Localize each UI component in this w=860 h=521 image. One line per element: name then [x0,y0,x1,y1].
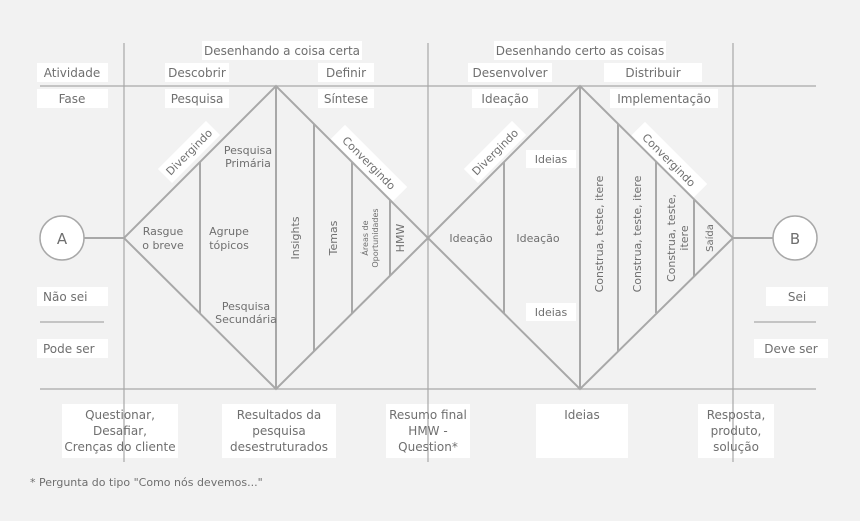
build-test-iterate-1: Construa, teste, itere [593,175,606,292]
agrupe-line-2: tópicos [209,239,249,252]
activity-define: Definir [326,66,366,80]
footnote: * Pergunta do tipo "Como nós devemos..." [30,476,263,489]
point-b-label: B [790,230,800,248]
label-maybe: Pode ser [43,342,95,356]
header-design-right-thing: Desenhando a coisa certa [204,44,360,58]
secondary-research-line-1: Pesquisa [222,300,270,313]
point-a-label: A [57,230,68,248]
output-1-line-2: Desafiar, [93,424,147,438]
build-test-iterate-3-line-2: itere [678,225,691,250]
activity-deliver: Distribuir [625,66,680,80]
output-4-line-1: Ideias [564,408,599,422]
insights-label: Insights [289,216,302,259]
label-not-know: Não sei [43,290,87,304]
activity-label: Atividade [44,66,100,80]
rasgue-line-2: o breve [142,239,184,252]
point-b-circle [772,215,818,261]
activity-develop: Desenvolver [472,66,547,80]
diverging-label-1: Divergindo [164,126,216,178]
diamonds [84,84,773,391]
output-3-line-3: Question* [398,440,458,454]
build-test-iterate-3-line-1: Construa, teste, [665,194,678,282]
converging-label-1: Convergindo [339,134,398,193]
output-2-line-1: Resultados da [237,408,321,422]
phase-implementation: Implementação [617,92,711,106]
output-5-line-3: solução [713,440,759,454]
label-must-be: Deve ser [764,342,818,356]
output-label: Saída [704,224,716,252]
ideation-right: Ideação [516,232,560,245]
output-2-line-3: desestruturados [230,440,328,454]
output-5-line-1: Resposta, [707,408,766,422]
opportunity-areas-line-1: Áreas de [359,220,370,255]
phase-synthesis: Síntese [324,92,368,106]
output-1-line-1: Questionar, [85,408,155,422]
point-a-circle [39,215,85,261]
diamond-develop-deliver [426,84,735,391]
activity-discover: Descobrir [168,66,226,80]
opportunity-areas-line-2: Oportunidades [371,208,380,267]
phase-ideation: Ideação [481,92,528,106]
primary-research-line-1: Pesquisa [224,144,272,157]
phase-research: Pesquisa [171,92,224,106]
grid-lines [40,43,816,462]
agrupe-line-1: Agrupe [209,225,249,238]
label-know: Sei [788,290,806,304]
primary-research-line-2: Primária [225,157,271,170]
hmw-label: HMW [394,224,407,253]
header-design-things-right: Desenhando certo as coisas [496,44,665,58]
converging-label-2: Convergindo [639,131,698,190]
phase-label: Fase [59,92,86,106]
label-boxes [37,41,828,458]
secondary-research-line-2: Secundária [215,313,277,326]
output-3-line-1: Resumo final [389,408,467,422]
output-5-line-2: produto, [711,424,762,438]
output-3-line-2: HMW - [408,424,447,438]
ideas-top: Ideias [535,153,568,166]
output-1-line-3: Crenças do cliente [64,440,175,454]
themes-label: Temas [327,220,340,256]
output-2-line-2: pesquisa [252,424,305,438]
ideas-bottom: Ideias [535,306,568,319]
rasgue-line-1: Rasgue [143,225,184,238]
ideation-left: Ideação [449,232,493,245]
build-test-iterate-2: Construa, teste, itere [631,175,644,292]
